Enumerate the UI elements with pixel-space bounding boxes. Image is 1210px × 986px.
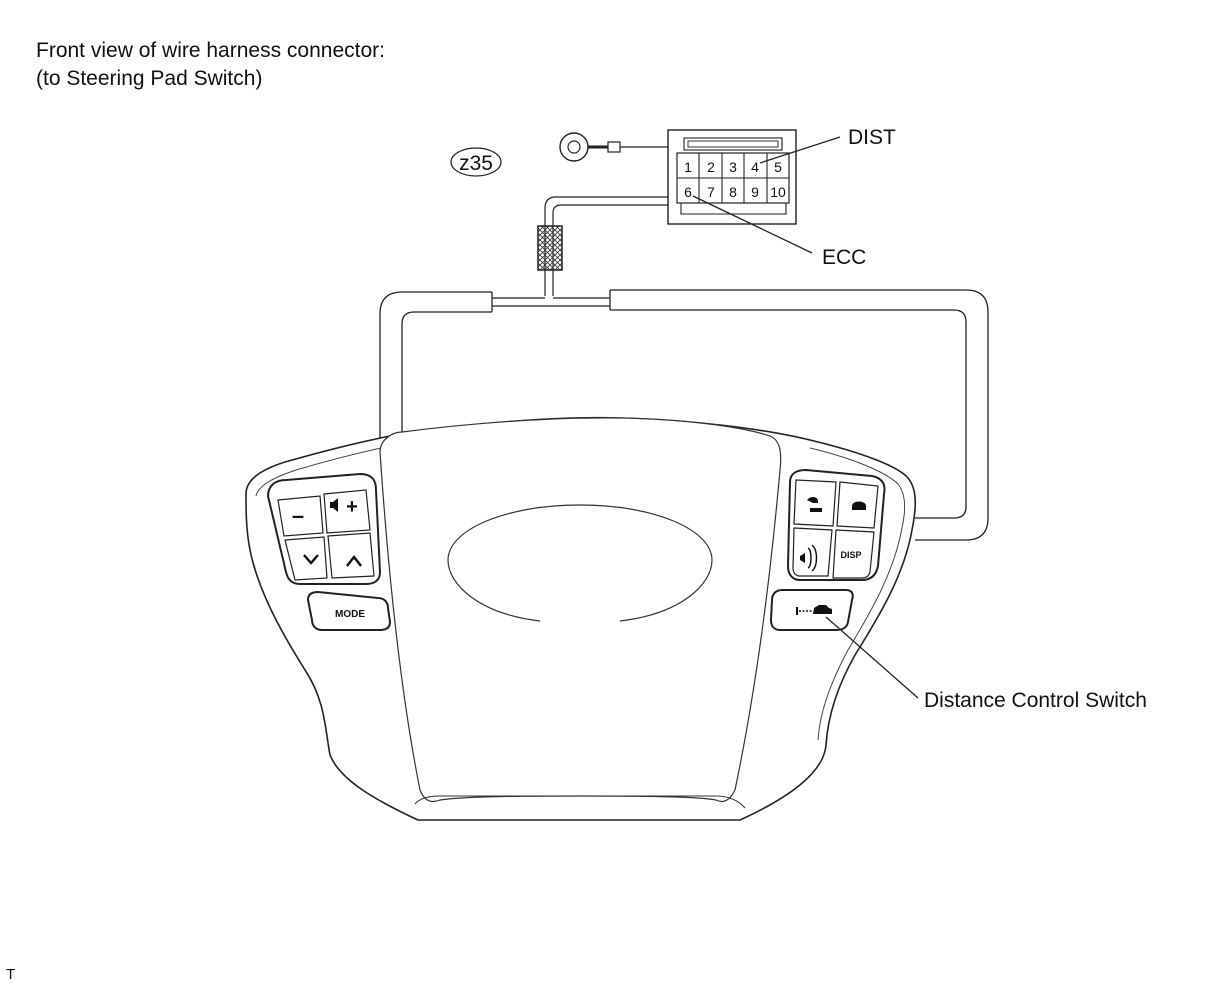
pin-3: 3 <box>729 159 737 175</box>
ecc-label: ECC <box>822 246 866 269</box>
ground-terminal-icon <box>559 132 668 162</box>
seek-up-button[interactable] <box>327 532 375 579</box>
plus-label: + <box>346 496 358 518</box>
chevron-up-icon <box>346 555 362 567</box>
right-switch-cluster: DISP <box>769 468 886 631</box>
minus-label: – <box>292 503 304 528</box>
wire-harness-connector: 1 2 3 4 5 6 7 8 9 10 <box>667 129 797 225</box>
left-switch-cluster: – + MODE <box>266 472 392 631</box>
ecc-leader <box>692 195 813 254</box>
voice-command-icon <box>800 544 818 572</box>
header-line-2: (to Steering Pad Switch) <box>36 67 263 90</box>
volume-down-button[interactable] <box>277 495 324 537</box>
connector-code: z35 <box>459 152 493 175</box>
pin-4: 4 <box>751 159 759 175</box>
speaker-icon <box>330 498 338 512</box>
pin-1: 1 <box>684 159 692 175</box>
corner-mark: T <box>6 966 16 983</box>
pin-9: 9 <box>751 184 759 200</box>
wire-harness <box>379 196 989 541</box>
mode-label: MODE <box>335 609 365 620</box>
phone-off-hook-icon <box>852 501 866 510</box>
phone-on-hook-icon <box>807 497 822 512</box>
distance-switch-leader <box>825 616 919 699</box>
chevron-down-icon <box>303 554 319 565</box>
header-line-1: Front view of wire harness connector: <box>36 39 385 62</box>
vehicle-distance-icon <box>796 605 832 615</box>
disp-button[interactable] <box>832 529 875 579</box>
mode-button[interactable] <box>306 590 392 631</box>
pin-10: 10 <box>770 184 786 200</box>
dist-leader <box>759 136 841 164</box>
voice-command-button[interactable] <box>792 527 833 577</box>
pin-7: 7 <box>707 184 715 200</box>
dist-label: DIST <box>848 126 896 149</box>
pin-2: 2 <box>707 159 715 175</box>
disp-label: DISP <box>840 550 861 560</box>
connector-code-badge: z35 <box>450 147 502 177</box>
distance-control-switch[interactable] <box>769 589 854 631</box>
steering-pad-housing <box>245 416 917 821</box>
pin-8: 8 <box>729 184 737 200</box>
pin-6: 6 <box>684 184 692 200</box>
pin-5: 5 <box>774 159 782 175</box>
distance-switch-label: Distance Control Switch <box>924 689 1147 712</box>
